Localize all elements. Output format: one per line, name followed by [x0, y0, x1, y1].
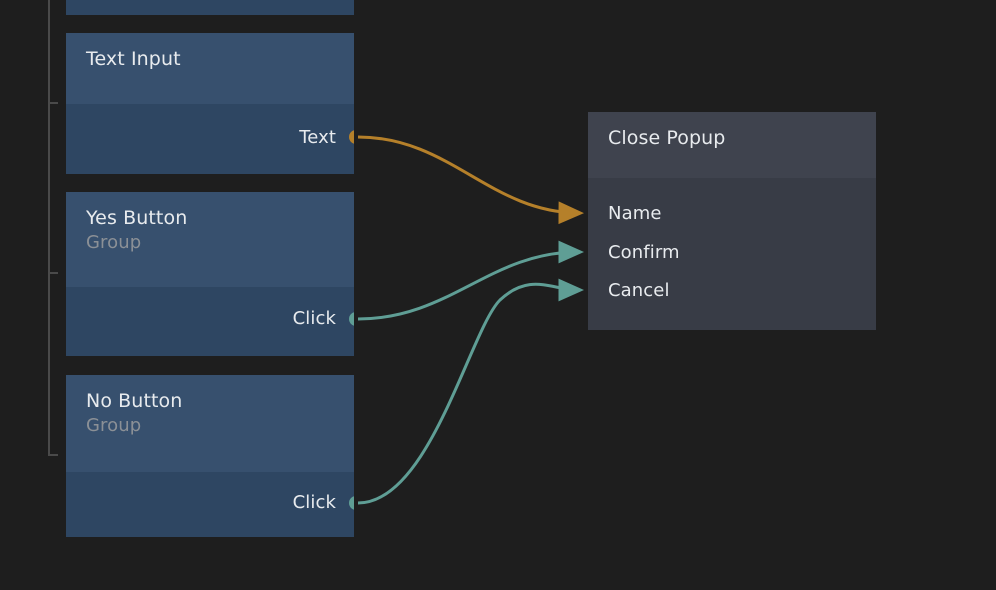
node-text-input-title: Text Input	[86, 48, 181, 70]
tree-rail-vertical	[48, 0, 50, 456]
node-text-input[interactable]: Text Input Text	[66, 33, 354, 174]
node-yes-button-subtitle: Group	[86, 232, 142, 253]
port-in-confirm-label[interactable]: Confirm	[608, 242, 680, 263]
node-close-popup-body: Name Confirm Cancel	[588, 178, 876, 330]
port-out-yes-click-label[interactable]: Click	[292, 308, 336, 329]
node-yes-button-title: Yes Button	[86, 207, 188, 229]
tree-branch-stub-yes-button	[48, 272, 58, 274]
port-in-cancel-label[interactable]: Cancel	[608, 280, 670, 301]
edge-yes-click-to-confirm	[357, 240, 584, 321]
node-no-button-subtitle: Group	[86, 415, 142, 436]
node-yes-button[interactable]: Yes Button Group Click	[66, 192, 354, 356]
node-partial-top[interactable]	[66, 0, 354, 15]
port-out-no-click-dot[interactable]	[349, 496, 354, 510]
node-no-button-header[interactable]: No Button Group	[66, 375, 354, 472]
node-close-popup[interactable]: Close Popup Name Confirm Cancel	[588, 112, 876, 330]
node-no-button-body: Click	[66, 472, 354, 537]
node-yes-button-body: Click	[66, 287, 354, 356]
node-no-button-title: No Button	[86, 390, 183, 412]
port-out-yes-click-dot[interactable]	[349, 312, 354, 326]
port-out-text-label[interactable]: Text	[299, 127, 336, 148]
node-text-input-header[interactable]: Text Input	[66, 33, 354, 104]
node-partial-top-body	[66, 0, 354, 15]
port-out-text-dot[interactable]	[349, 130, 354, 144]
edge-no-click-to-cancel	[357, 278, 584, 505]
node-text-input-body: Text	[66, 104, 354, 174]
tree-branch-stub-text-input	[48, 102, 58, 104]
tree-branch-stub-no-button	[48, 454, 58, 456]
node-close-popup-header[interactable]: Close Popup	[588, 112, 876, 178]
edge-text-to-name	[357, 135, 584, 225]
port-in-name-label[interactable]: Name	[608, 203, 662, 224]
port-out-no-click-label[interactable]: Click	[292, 492, 336, 513]
node-no-button[interactable]: No Button Group Click	[66, 375, 354, 537]
node-close-popup-title: Close Popup	[608, 127, 726, 149]
node-yes-button-header[interactable]: Yes Button Group	[66, 192, 354, 287]
